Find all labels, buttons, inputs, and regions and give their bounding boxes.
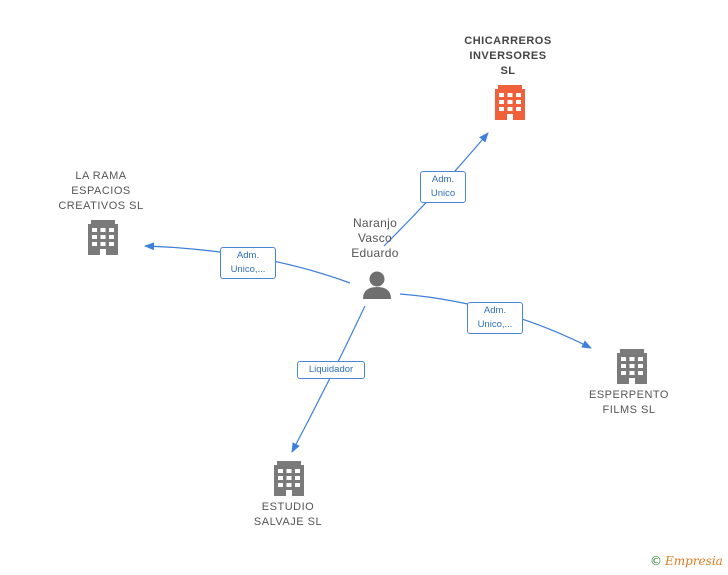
edge-label-larama: Adm. Unico,... (220, 247, 276, 279)
building-icon-chicarreros[interactable] (495, 85, 525, 120)
company-label-esperpento[interactable]: ESPERPENTO FILMS SL (589, 389, 669, 416)
brand-footer: ©Empresia (650, 554, 723, 568)
person-icon[interactable] (363, 271, 391, 300)
brand-name[interactable]: Empresia (665, 554, 723, 568)
building-icon-larama[interactable] (88, 220, 118, 255)
company-label-estudio[interactable]: ESTUDIO SALVAJE SL (253, 501, 323, 528)
company-label-larama[interactable]: LA RAMA ESPACIOS CREATIVOS SL (58, 170, 144, 212)
edge-label-chicarreros: Adm. Unico (420, 171, 466, 203)
company-label-chicarreros[interactable]: CHICARREROS INVERSORES SL (464, 35, 552, 77)
building-icon-estudio[interactable] (274, 461, 304, 496)
edge-label-estudio: Liquidador (297, 361, 365, 379)
edge-label-esperpento: Adm. Unico,... (467, 302, 523, 334)
person-name[interactable]: Naranjo Vasco Eduardo (351, 216, 399, 260)
building-icon-esperpento[interactable] (617, 349, 647, 384)
copyright-symbol: © (650, 554, 662, 568)
edge-estudio (291, 305, 366, 453)
